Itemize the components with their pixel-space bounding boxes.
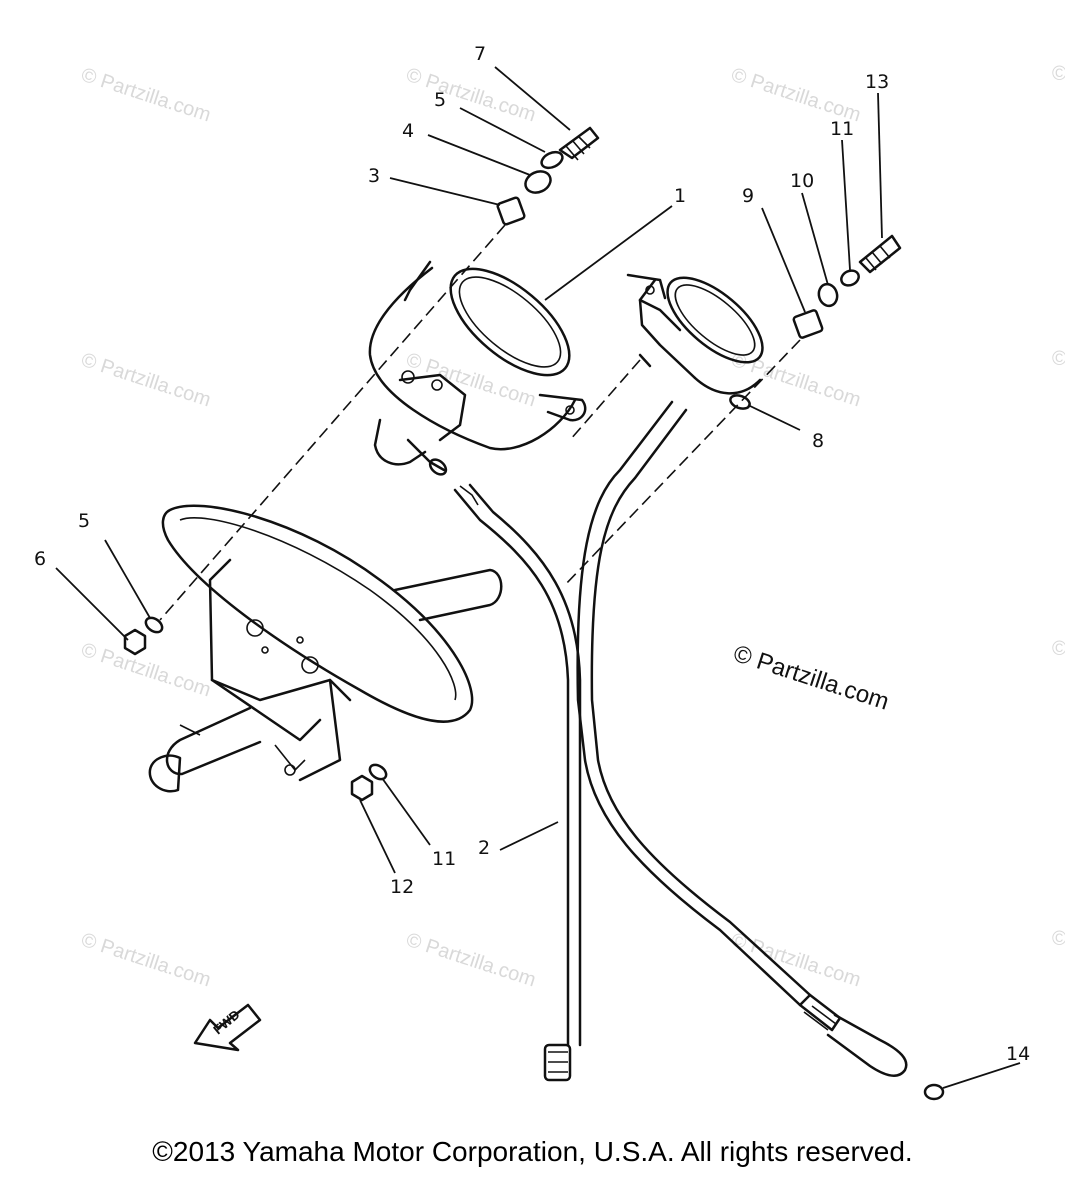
watermark: © Partzilla.com [403, 349, 538, 412]
watermark: © [1052, 63, 1065, 85]
tachometer [626, 273, 764, 410]
watermark: © Partzilla.com [728, 64, 863, 127]
callout-12: 12 [390, 876, 414, 898]
speedometer-cable [453, 483, 582, 1082]
callout-2: 2 [478, 837, 490, 859]
callout-8: 8 [812, 430, 824, 452]
watermark: © Partzilla.com [78, 349, 213, 412]
callout-labels: 1 2 3 4 5 5 6 7 8 9 10 11 11 12 13 14 [34, 43, 1030, 1065]
callout-7: 7 [474, 43, 486, 65]
watermark: © Partzilla.com [78, 64, 213, 127]
callout-5: 5 [434, 89, 446, 111]
callout-3: 3 [368, 165, 380, 187]
watermark: © Partzilla.com [78, 929, 213, 992]
watermark-layer: © Partzilla.com © Partzilla.com © Partzi… [78, 63, 1065, 991]
callout-5b: 5 [78, 510, 90, 532]
watermark: © [1052, 928, 1065, 950]
callout-6: 6 [34, 548, 46, 570]
mounting-hardware-right [792, 234, 902, 339]
callout-4: 4 [402, 120, 414, 142]
watermark: © [1052, 638, 1065, 660]
callout-14: 14 [1006, 1043, 1030, 1065]
assembly-lines [159, 224, 801, 621]
callout-13: 13 [865, 71, 889, 93]
speedometer [368, 260, 587, 476]
meter-bracket [148, 504, 503, 793]
callout-11b: 11 [432, 848, 456, 870]
watermark: © Partzilla.com [403, 64, 538, 127]
watermark: © Partzilla.com [403, 929, 538, 992]
loose-fasteners [123, 616, 388, 802]
copyright-notice: ©2013 Yamaha Motor Corporation, U.S.A. A… [152, 1136, 913, 1167]
leader-lines [55, 66, 1021, 1089]
callout-1: 1 [674, 185, 686, 207]
watermark: © [1052, 348, 1065, 370]
callout-9: 9 [742, 185, 754, 207]
tachometer-cable [576, 400, 945, 1101]
mounting-hardware-left [496, 126, 600, 226]
partzilla-watermark: © Partzilla.com [730, 640, 892, 716]
callout-11: 11 [830, 118, 854, 140]
callout-10: 10 [790, 170, 814, 192]
forward-arrow: FWD [193, 1003, 262, 1052]
